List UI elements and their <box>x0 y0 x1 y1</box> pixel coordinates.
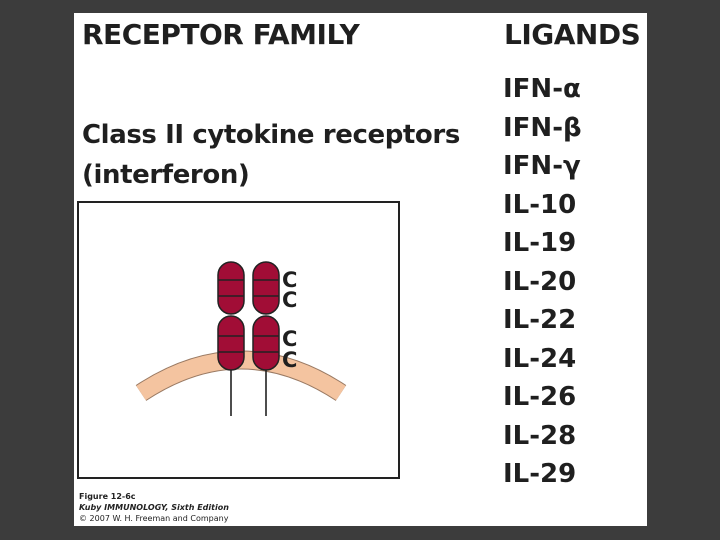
book-title: Kuby IMMUNOLOGY, Sixth Edition <box>79 503 229 512</box>
receptor-domain <box>252 261 280 315</box>
figure-number: Figure 12-6c <box>79 492 136 501</box>
ligand-item: IL-28 <box>503 420 577 451</box>
copyright-line: © 2007 W. H. Freeman and Company <box>79 514 229 523</box>
ligand-item: IL-20 <box>503 266 577 297</box>
ligand-item: IFN-α <box>503 74 581 104</box>
domain-label: C <box>282 348 297 372</box>
receptor-chain-1 <box>217 261 245 416</box>
ligand-item: IFN-γ <box>503 151 581 181</box>
ligands-header: LIGANDS <box>504 18 641 51</box>
ligand-item: IL-24 <box>503 343 577 374</box>
receptor-domain <box>252 315 280 371</box>
receptor-family-header: RECEPTOR FAMILY <box>82 18 360 51</box>
domain-label: C <box>282 327 297 351</box>
figure-caption: Figure 12-6c Kuby IMMUNOLOGY, Sixth Edit… <box>79 491 229 524</box>
receptor-class-title: Class II cytokine receptors (interferon) <box>82 115 460 195</box>
receptor-diagram: C C C C <box>77 201 400 479</box>
ligand-item: IL-26 <box>503 382 577 412</box>
ligand-item: IL-19 <box>503 228 577 258</box>
receptor-class-line1: Class II cytokine receptors <box>82 120 460 150</box>
slide: RECEPTOR FAMILY LIGANDS Class II cytokin… <box>74 13 647 526</box>
domain-label: C <box>282 268 297 292</box>
ligand-list: IFN-α IFN-β IFN-γ IL-10 IL-19 IL-20 IL-2… <box>503 70 582 494</box>
ligand-item: IL-29 <box>503 459 577 489</box>
domain-label: C <box>282 288 297 312</box>
receptor-domain <box>217 315 245 371</box>
receptor-diagram-svg: C C C C <box>135 261 347 416</box>
ligand-item: IFN-β <box>503 112 582 143</box>
ligand-item: IL-10 <box>503 189 577 220</box>
receptor-chain-2 <box>252 261 280 416</box>
receptor-domain <box>217 261 245 315</box>
ligand-item: IL-22 <box>503 305 577 335</box>
receptor-class-line2: (interferon) <box>82 160 250 190</box>
